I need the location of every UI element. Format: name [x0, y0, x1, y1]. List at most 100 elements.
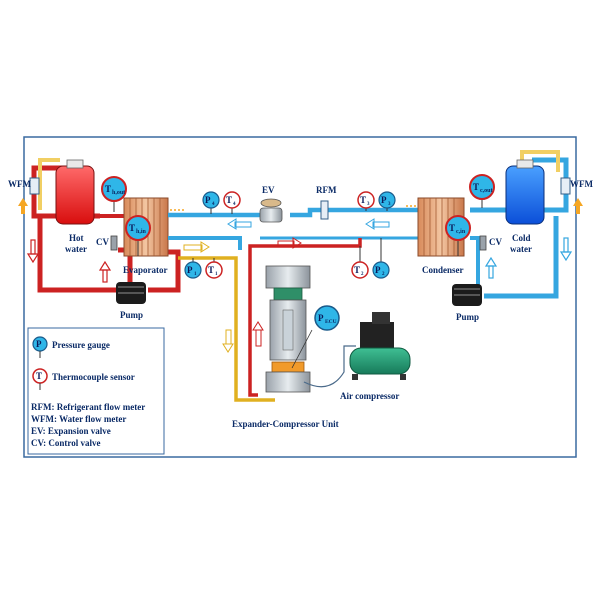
- air-line: [303, 345, 356, 388]
- up-arrow-icon-shaft: [488, 265, 494, 279]
- ecu-label: Expander-Compressor Unit: [232, 419, 339, 429]
- air-compressor-tank: [349, 347, 411, 375]
- liquid-pipe: [178, 256, 275, 402]
- legend-pressure-label: Pressure gauge: [52, 340, 110, 350]
- svg-text:4: 4: [212, 202, 215, 207]
- air-compressor: Air compressor: [303, 312, 411, 401]
- up-arrow-icon-shaft: [102, 269, 108, 283]
- svg-text:T: T: [129, 223, 135, 233]
- rfm-label: RFM: [316, 185, 337, 195]
- svg-text:3: 3: [367, 202, 370, 207]
- sensor-p3: P 3: [378, 191, 396, 211]
- up-arrow-icon-shaft: [21, 206, 25, 214]
- sensor-t1: T 1: [205, 258, 223, 279]
- up-arrow-icon-shaft: [255, 329, 262, 347]
- svg-text:P: P: [381, 195, 387, 205]
- wfm-left-label: WFM: [8, 179, 31, 189]
- expansion-valve: [259, 207, 283, 223]
- svg-text:c,in: c,in: [456, 229, 466, 235]
- cold-tank-cap: [516, 159, 534, 169]
- expander-compressor-unit: Expander-Compressor Unit: [232, 265, 339, 429]
- svg-text:T: T: [354, 265, 360, 275]
- down-arrow-icon: [222, 343, 234, 353]
- legend-thermo-label: Thermocouple sensor: [52, 372, 135, 382]
- legend-pressure-letter: P: [36, 339, 42, 349]
- svg-text:1: 1: [194, 272, 197, 277]
- sensor-t-cin: T c,in: [445, 215, 471, 256]
- refrigerant-loop: EV RFM: [168, 185, 418, 250]
- up-arrow-icon-shaft: [576, 206, 580, 214]
- hot-gas-pipe: [248, 238, 362, 397]
- evaporator-label: Evaporator: [123, 265, 168, 275]
- right-arrow-icon-shaft: [183, 244, 203, 251]
- svg-text:ECU: ECU: [325, 319, 337, 325]
- ecu-upper-chamber: [273, 287, 303, 301]
- hot-tank-top-line: [38, 158, 60, 210]
- right-arrow-icon: [292, 237, 302, 249]
- up-arrow-icon: [18, 198, 28, 206]
- cold-water-label-1: Cold: [512, 233, 531, 243]
- wfm-left-meter: [29, 177, 40, 195]
- svg-text:2: 2: [361, 272, 364, 277]
- sensor-t-cout: T c,out: [469, 174, 495, 208]
- condenser-label: Condenser: [422, 265, 464, 275]
- sensor-p-ecu: P ECU: [314, 305, 340, 331]
- svg-text:h,out: h,out: [112, 190, 125, 196]
- cold-return-pipe: [484, 216, 559, 299]
- legend: P Pressure gauge T Thermocouple sensor R…: [27, 327, 165, 455]
- left-arrow-icon: [227, 218, 237, 230]
- hot-return-pipe: [37, 216, 118, 293]
- refrigerant-link: [168, 236, 242, 250]
- diagram-frame: [23, 136, 577, 458]
- ecu-lower-chamber: [271, 361, 305, 373]
- svg-text:P: P: [375, 265, 381, 275]
- down-arrow-icon-shaft: [563, 237, 569, 253]
- ecu-top-flange: [265, 265, 311, 289]
- svg-text:T: T: [208, 265, 214, 275]
- air-compressor-label: Air compressor: [340, 391, 399, 401]
- svg-text:P: P: [318, 313, 324, 323]
- legend-thermo-letter: T: [36, 371, 42, 381]
- hot-tank-cap: [66, 159, 84, 169]
- sensor-p1: P 1: [184, 258, 202, 279]
- air-compressor-motor: [360, 322, 394, 352]
- down-arrow-icon-shaft: [225, 329, 232, 345]
- refrigerant-top-right-pipe: [290, 207, 418, 218]
- legend-ev: EV: Expansion valve: [31, 426, 111, 436]
- left-arrow-icon-shaft: [372, 221, 390, 228]
- legend-box: [27, 327, 165, 455]
- hot-water-label-2: water: [65, 244, 87, 254]
- svg-text:P: P: [205, 195, 211, 205]
- legend-cv: CV: Control valve: [31, 438, 101, 448]
- svg-text:T: T: [105, 184, 111, 194]
- svg-text:P: P: [187, 265, 193, 275]
- legend-wfm: WFM: Water flow meter: [31, 414, 126, 424]
- left-arrow-icon-shaft: [234, 221, 252, 228]
- liquid-line: [178, 241, 275, 402]
- air-compressor-head: [372, 312, 390, 324]
- evaporator-hot-out-pipe: [160, 249, 181, 293]
- left-arrow-icon: [365, 218, 375, 230]
- svg-text:3: 3: [388, 202, 391, 207]
- svg-text:1: 1: [215, 272, 218, 277]
- svg-text:h,in: h,in: [136, 229, 147, 235]
- hot-water-loop: WFM Hot water CV Pump: [8, 158, 146, 320]
- sensor-t3: T 3: [357, 191, 375, 211]
- svg-text:4: 4: [233, 202, 236, 207]
- cold-riser: [470, 236, 480, 290]
- svg-text:2: 2: [382, 272, 385, 277]
- down-arrow-icon: [559, 251, 573, 262]
- up-arrow-icon: [573, 198, 583, 206]
- sensor-p4: P 4: [202, 191, 220, 214]
- sensor-t-hout: T h,out: [101, 176, 127, 212]
- legend-rfm: RFM: Refrigerant flow meter: [31, 402, 145, 412]
- up-arrow-icon: [484, 256, 498, 267]
- hot-water-label-1: Hot: [69, 233, 84, 243]
- rfm-meter: [320, 200, 329, 220]
- right-arrow-icon: [200, 241, 210, 253]
- cv-left-valve: [110, 235, 118, 251]
- svg-text:T: T: [226, 195, 232, 205]
- wfm-right-meter: [560, 177, 571, 195]
